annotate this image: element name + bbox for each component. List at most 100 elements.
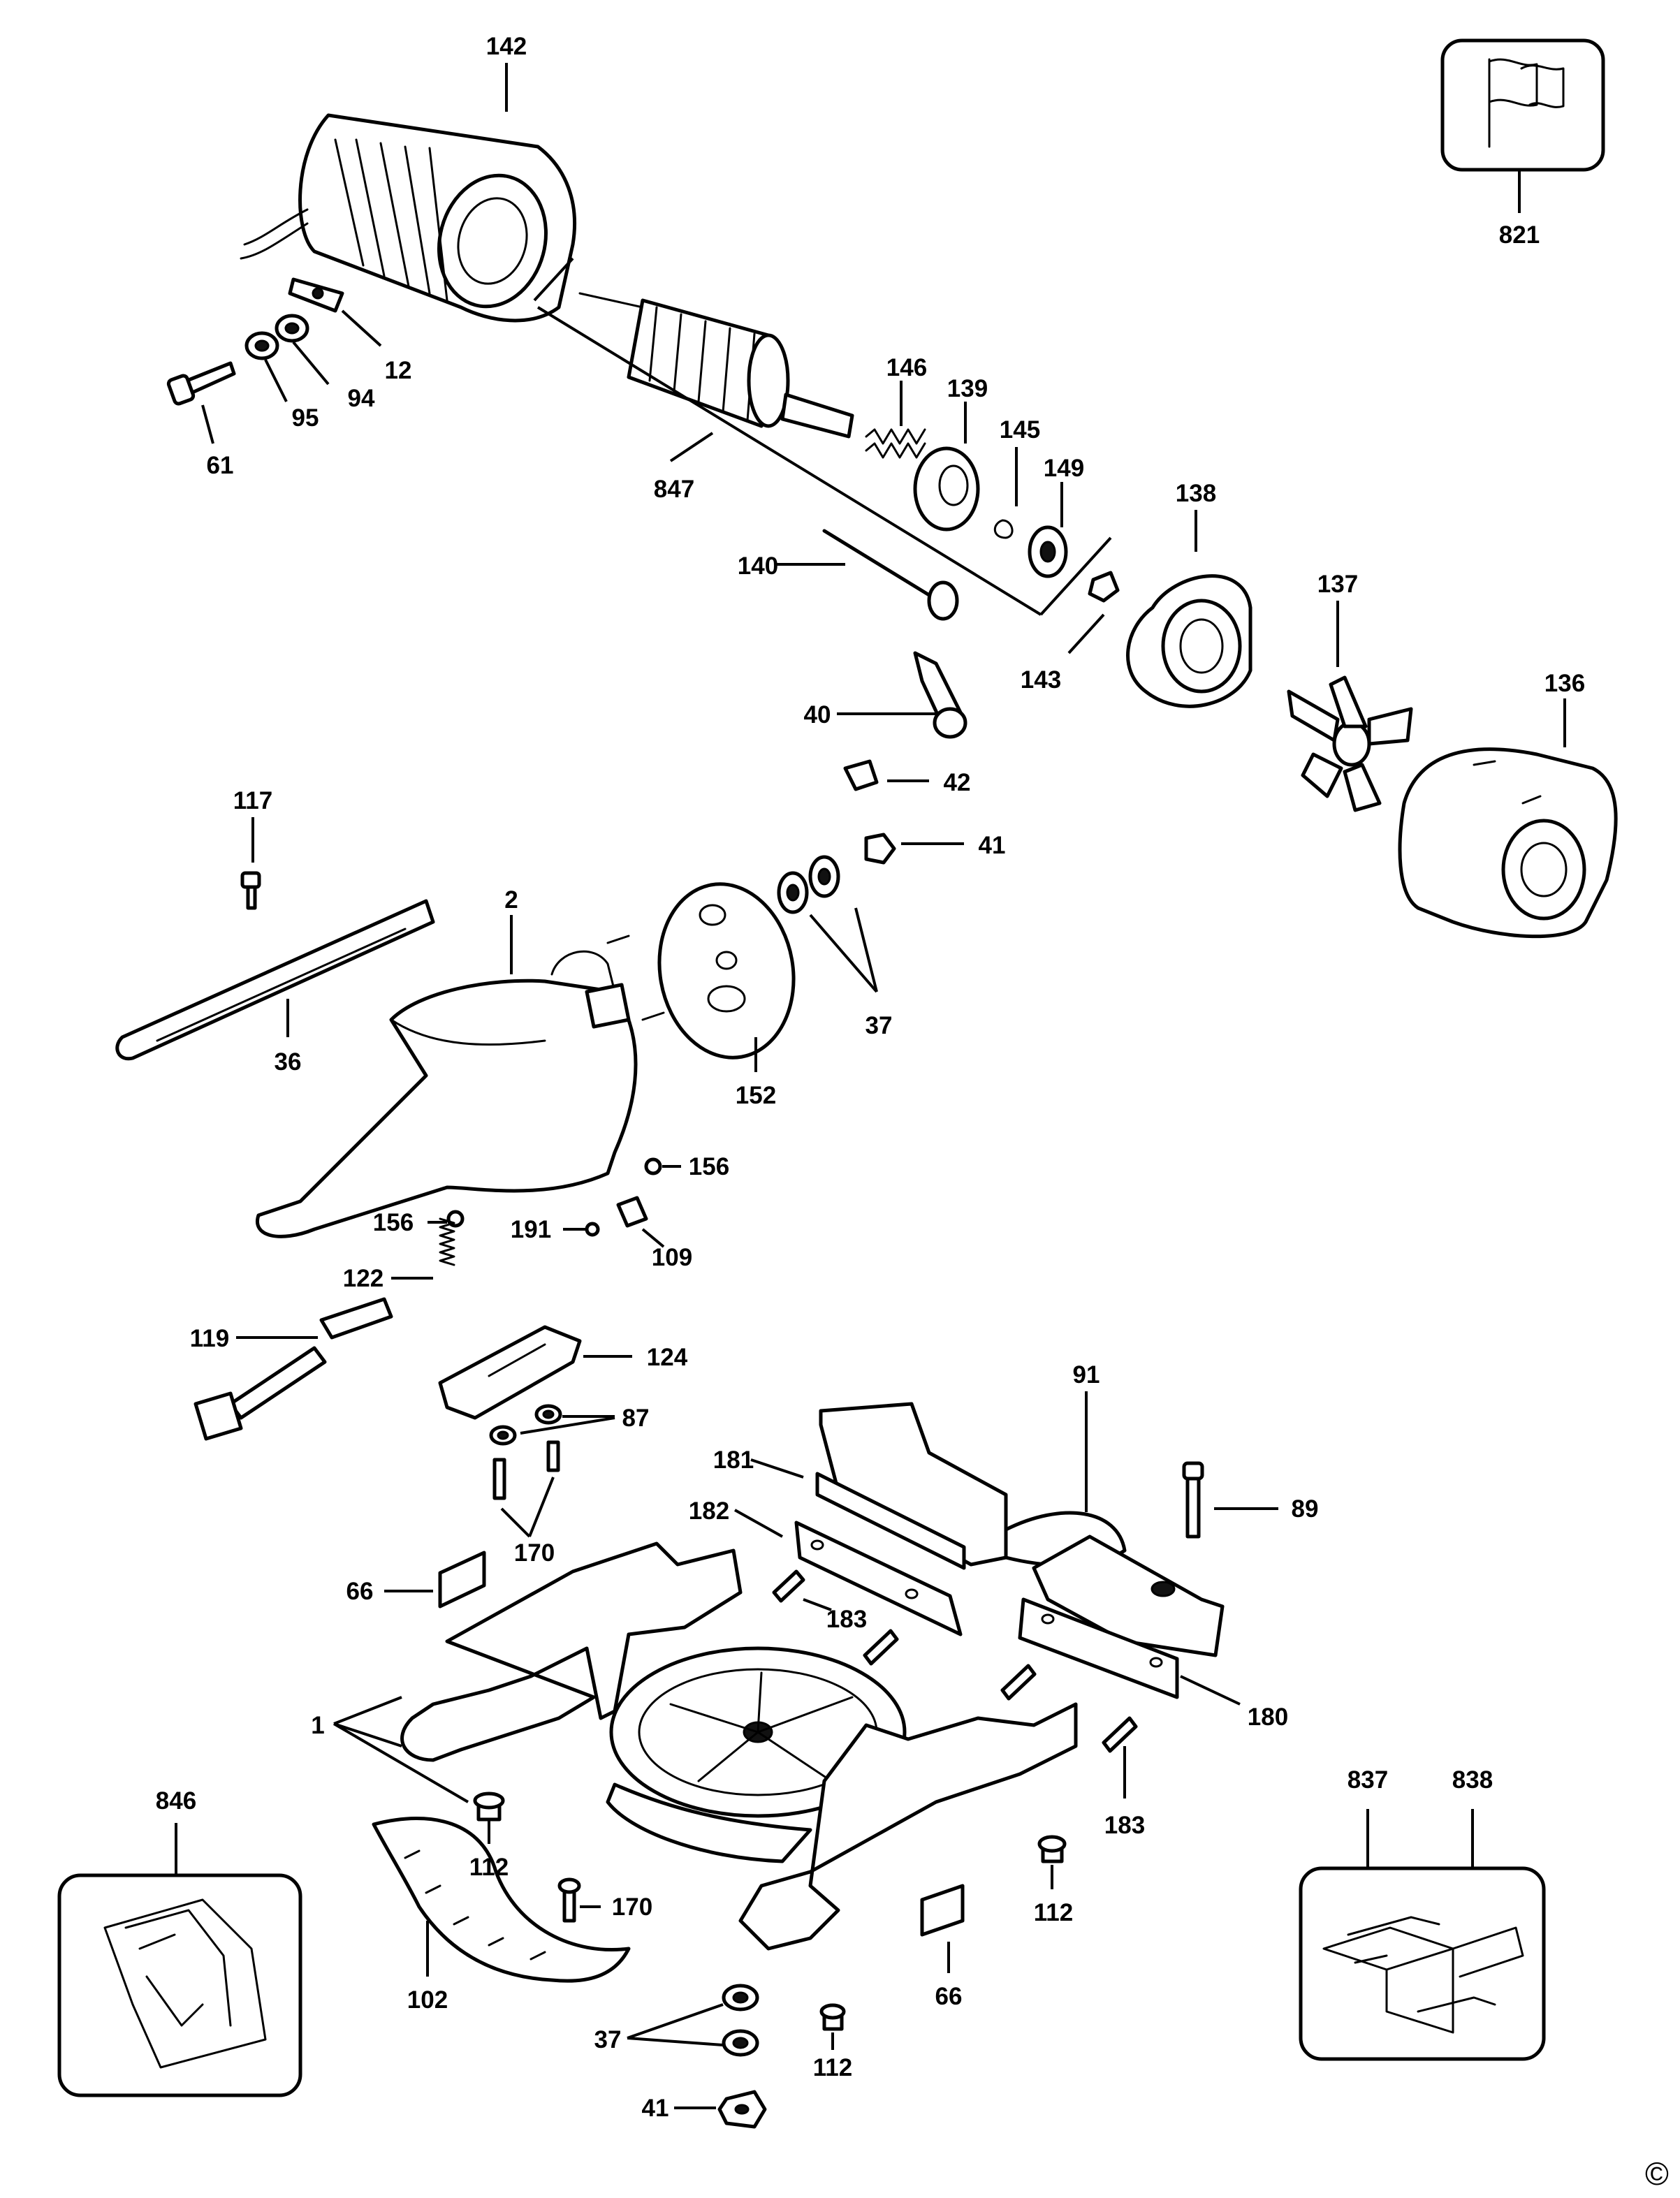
- pin-42: [843, 759, 879, 791]
- nut-41: [864, 833, 896, 865]
- copyright-mark: ©: [1645, 2155, 1669, 2192]
- callout-61: 61: [207, 452, 234, 479]
- callout-36: 36: [275, 1048, 302, 1076]
- screw-112-a: [473, 1792, 505, 1822]
- flag-icon-box: [1440, 38, 1605, 172]
- screw-61: [166, 361, 236, 406]
- callout-119: 119: [190, 1325, 229, 1352]
- callout-170: 170: [612, 1893, 652, 1921]
- nut-143: [1088, 571, 1120, 603]
- bracket-124: [438, 1325, 582, 1420]
- callout-183: 183: [1104, 1812, 1145, 1839]
- callout-102: 102: [407, 1986, 448, 2014]
- callout-1: 1: [311, 1712, 324, 1739]
- callout-87: 87: [622, 1405, 650, 1432]
- fence-face-180: [1018, 1597, 1179, 1699]
- screw-117: [240, 871, 261, 910]
- washers-37-lower: [722, 1984, 759, 2057]
- bevel-scale-102: [372, 1817, 631, 1983]
- rail-36: [115, 899, 435, 1061]
- label-66-a: [438, 1551, 486, 1609]
- fence-91: [819, 1402, 1225, 1657]
- washer-94: [275, 314, 309, 343]
- callout-12: 12: [385, 357, 412, 384]
- label-66-b: [920, 1884, 965, 1937]
- callout-41: 41: [979, 832, 1006, 859]
- callout-181: 181: [713, 1446, 754, 1474]
- callout-37: 37: [594, 2026, 622, 2053]
- callout-91: 91: [1073, 1361, 1100, 1389]
- callout-66: 66: [935, 1983, 963, 2010]
- callout-838: 838: [1452, 1766, 1493, 1794]
- callout-182: 182: [689, 1497, 729, 1525]
- callout-117: 117: [233, 787, 272, 814]
- callout-112: 112: [813, 2054, 852, 2081]
- callout-109: 109: [652, 1244, 692, 1271]
- spring-146: [865, 428, 926, 459]
- screw-183-c: [1000, 1664, 1037, 1701]
- callout-145: 145: [1000, 416, 1040, 444]
- base-1: [400, 1541, 1078, 1951]
- callout-846: 846: [156, 1787, 196, 1815]
- nut-41-lower: [717, 2090, 767, 2129]
- callout-137: 137: [1317, 571, 1358, 598]
- washers-87: [489, 1404, 562, 1446]
- callout-183: 183: [826, 1606, 867, 1633]
- bolt-89: [1182, 1461, 1204, 1539]
- fence-face-182: [794, 1521, 963, 1636]
- callout-94: 94: [348, 385, 375, 412]
- motor-cover-136: [1398, 747, 1618, 939]
- plate-152: [657, 882, 796, 1060]
- callout-156: 156: [689, 1153, 729, 1180]
- brush-holder: [288, 277, 344, 313]
- toolbox-box-837-838: [1299, 1866, 1546, 2061]
- callout-2: 2: [504, 886, 518, 914]
- fence-face-181: [815, 1472, 966, 1570]
- callout-170: 170: [514, 1539, 555, 1567]
- callout-146: 146: [886, 354, 927, 381]
- callout-140: 140: [738, 552, 778, 580]
- screw-183-d: [1102, 1716, 1138, 1753]
- callout-837: 837: [1347, 1766, 1388, 1794]
- arm-assembly-2: [256, 935, 665, 1238]
- screw-156-a: [644, 1157, 662, 1175]
- motor-housing: [240, 113, 577, 323]
- callout-41: 41: [642, 2095, 669, 2122]
- handle-119: [193, 1297, 393, 1441]
- callout-180: 180: [1248, 1704, 1288, 1731]
- callout-37: 37: [865, 1012, 893, 1039]
- callout-191: 191: [511, 1216, 551, 1243]
- armature: [578, 292, 854, 439]
- callout-136: 136: [1544, 670, 1585, 697]
- callout-149: 149: [1044, 455, 1084, 482]
- callout-156: 156: [373, 1209, 414, 1236]
- bearing-149: [1028, 525, 1068, 578]
- callout-142: 142: [486, 33, 527, 60]
- callout-66: 66: [346, 1578, 374, 1605]
- callout-138: 138: [1176, 480, 1216, 507]
- sleeve-109: [616, 1196, 648, 1228]
- callout-112: 112: [1034, 1899, 1073, 1926]
- callout-89: 89: [1292, 1495, 1319, 1523]
- callout-143: 143: [1021, 666, 1061, 694]
- spring-122: [439, 1217, 455, 1266]
- ball-191: [585, 1222, 600, 1237]
- washer-95: [244, 331, 279, 360]
- callout-112: 112: [469, 1854, 509, 1881]
- screw-183-b: [863, 1629, 899, 1666]
- screws-170-a: [492, 1440, 560, 1500]
- bag-box-846: [57, 1873, 302, 2097]
- rod-140: [822, 529, 959, 621]
- screw-112-c: [819, 2003, 846, 2031]
- clip-145: [993, 519, 1014, 539]
- washers-37-upper: [777, 855, 840, 914]
- callout-139: 139: [947, 375, 988, 402]
- lever-40: [913, 651, 967, 739]
- callout-152: 152: [736, 1082, 776, 1109]
- screw-170-b: [557, 1877, 581, 1923]
- end-bell-138: [1126, 574, 1252, 708]
- screw-183-a: [772, 1569, 805, 1603]
- callout-847: 847: [654, 476, 694, 503]
- fan-137: [1287, 675, 1413, 812]
